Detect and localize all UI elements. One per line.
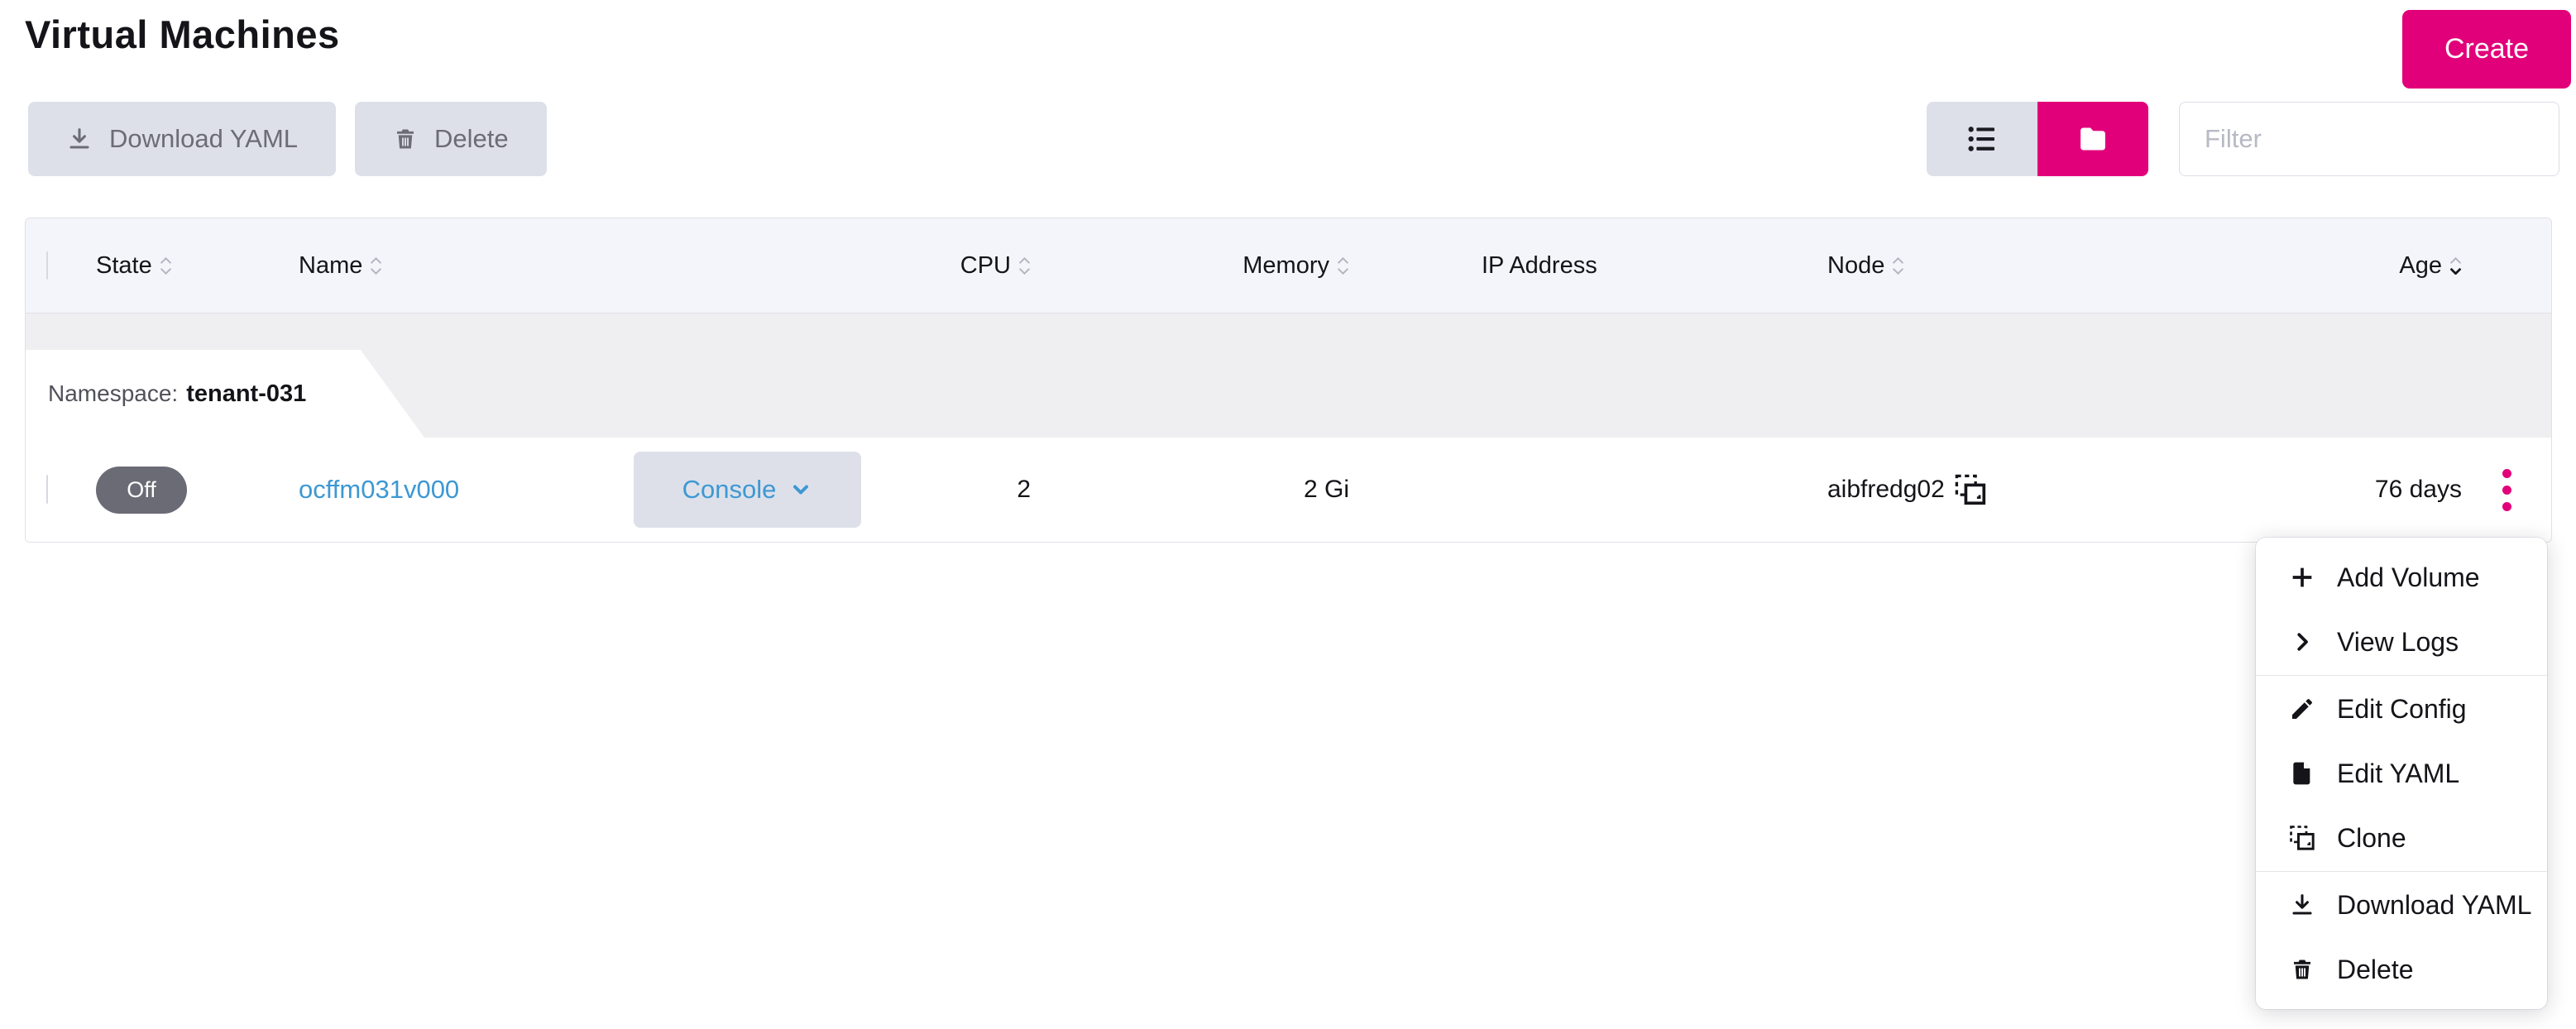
console-label: Console <box>682 475 777 504</box>
column-header-age[interactable]: Age <box>2168 252 2462 280</box>
menu-item-clone[interactable]: Clone <box>2256 806 2547 870</box>
row-actions-kebab-button[interactable] <box>2497 464 2516 516</box>
menu-item-view-logs[interactable]: View Logs <box>2256 610 2547 674</box>
trash-icon <box>2287 957 2317 982</box>
sort-icon <box>1018 256 1031 275</box>
delete-button[interactable]: Delete <box>355 102 547 176</box>
chevron-right-icon <box>2287 629 2317 654</box>
page-title: Virtual Machines <box>25 12 340 56</box>
console-button[interactable]: Console <box>634 452 861 528</box>
vm-name-link[interactable]: ocffm031v000 <box>299 475 460 504</box>
file-icon <box>2287 760 2317 787</box>
column-header-ip-address: IP Address <box>1482 251 1597 279</box>
sort-icon-active-desc <box>2449 256 2462 275</box>
column-header-node[interactable]: Node <box>1788 252 2168 280</box>
download-yaml-label: Download YAML <box>109 124 299 153</box>
sort-icon <box>1892 256 1904 275</box>
download-icon <box>2287 892 2317 918</box>
state-badge: Off <box>96 466 187 514</box>
trash-icon <box>393 127 418 151</box>
table-header-row: State Name CPU <box>26 218 2551 313</box>
namespace-tab: Namespace: tenant-031 <box>26 350 424 438</box>
menu-item-edit-yaml[interactable]: Edit YAML <box>2256 741 2547 806</box>
table-row: Off ocffm031v000 Console 2 2 Gi aibfredg… <box>26 438 2551 542</box>
toolbar-spacer <box>547 102 1927 176</box>
sort-icon <box>1337 256 1349 275</box>
column-header-memory[interactable]: Memory <box>1031 252 1349 280</box>
namespace-group-row: Namespace: tenant-031 <box>26 313 2551 438</box>
age-cell: 76 days <box>2374 476 2462 503</box>
menu-item-download-yaml[interactable]: Download YAML <box>2256 873 2547 937</box>
view-toggle <box>1927 102 2148 176</box>
select-all-checkbox[interactable] <box>46 251 48 280</box>
namespace-value: tenant-031 <box>186 380 307 407</box>
group-view-button[interactable] <box>2037 102 2148 176</box>
column-header-cpu[interactable]: CPU <box>882 252 1031 280</box>
filter-input[interactable] <box>2179 102 2559 176</box>
sort-icon <box>160 256 172 275</box>
actions-toolbar: Download YAML Delete <box>28 102 2559 176</box>
copy-icon <box>2287 824 2317 852</box>
download-icon <box>66 126 93 152</box>
download-yaml-button[interactable]: Download YAML <box>28 102 337 176</box>
menu-divider <box>2256 871 2547 872</box>
list-icon <box>1966 122 1999 156</box>
sort-icon <box>370 256 382 275</box>
plus-icon <box>2287 563 2317 591</box>
delete-label: Delete <box>434 124 509 153</box>
menu-item-add-volume[interactable]: Add Volume <box>2256 545 2547 610</box>
node-cell: aibfredg02 <box>1827 476 1945 503</box>
folder-icon <box>2076 122 2110 156</box>
create-button[interactable]: Create <box>2402 10 2571 89</box>
row-actions-menu: Add Volume View Logs Edit Config Edit YA… <box>2256 538 2547 1009</box>
vm-table: State Name CPU <box>25 218 2552 543</box>
pencil-icon <box>2287 696 2317 722</box>
cpu-cell: 2 <box>1017 476 1031 503</box>
chevron-down-icon <box>789 478 812 501</box>
menu-item-delete[interactable]: Delete <box>2256 937 2547 1002</box>
namespace-label: Namespace: <box>48 380 179 406</box>
row-checkbox[interactable] <box>46 475 48 504</box>
menu-divider <box>2256 675 2547 676</box>
memory-cell: 2 Gi <box>1303 476 1349 503</box>
menu-item-edit-config[interactable]: Edit Config <box>2256 677 2547 741</box>
column-header-name[interactable]: Name <box>299 252 634 280</box>
copy-icon[interactable] <box>1953 472 1988 507</box>
list-view-button[interactable] <box>1927 102 2037 176</box>
column-header-state[interactable]: State <box>96 252 299 280</box>
